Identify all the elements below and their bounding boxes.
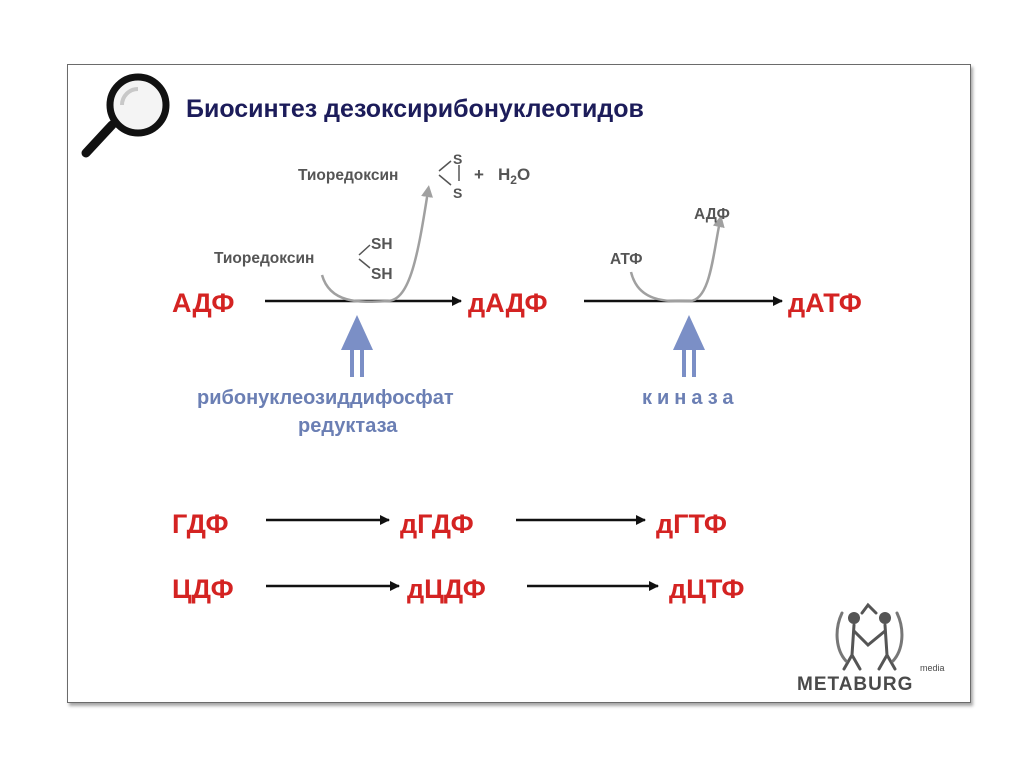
compound-cdp: ЦДФ	[172, 574, 234, 604]
enzyme-arrow-kinase	[673, 315, 705, 377]
enzyme-reductase-line2: редуктаза	[298, 415, 398, 437]
thioredoxin-oxidized-label: Тиоредоксин	[298, 167, 398, 184]
compound-gdp: ГДФ	[172, 509, 229, 539]
compound-dgtp: дГТФ	[656, 509, 727, 539]
s-atom-1: S	[453, 151, 462, 167]
compound-dcdp: дЦДФ	[407, 574, 486, 604]
cofactor-arrow-atp	[629, 215, 725, 303]
compound-dctp: дЦТФ	[669, 574, 744, 604]
slide: Биосинтез дезоксирибонуклеотидов АДФ дАД…	[67, 64, 971, 703]
compound-datp: дАТФ	[788, 288, 862, 318]
enzyme-kinase: киназа	[642, 387, 739, 409]
enzyme-arrow-reductase	[341, 315, 373, 377]
diagram-canvas: Биосинтез дезоксирибонуклеотидов АДФ дАД…	[81, 73, 945, 695]
s-atom-2: S	[453, 185, 462, 201]
cofactor-arrow-thioredoxin	[320, 185, 434, 304]
compound-adp: АДФ	[172, 288, 234, 318]
logo-brand: METABURG	[797, 674, 913, 695]
plus-sign: +	[474, 165, 484, 184]
compound-dadp: дАДФ	[468, 288, 548, 318]
adp-label: АДФ	[694, 206, 730, 223]
page-title: Биосинтез дезоксирибонуклеотидов	[186, 95, 644, 123]
water-formula: H2O	[498, 165, 530, 187]
enzyme-reductase-line1: рибонуклеозиддифосфат	[197, 387, 454, 409]
thioredoxin-reduced-label: Тиоредоксин	[214, 250, 314, 267]
logo-sub: media	[920, 663, 945, 673]
compound-dgdp: дГДФ	[400, 509, 474, 539]
sh-group-1: SH	[371, 236, 393, 253]
metaburg-figures-logo	[835, 602, 904, 671]
sh-group-2: SH	[371, 266, 393, 283]
atp-label: АТФ	[610, 251, 643, 268]
magnifier-icon	[81, 73, 170, 158]
